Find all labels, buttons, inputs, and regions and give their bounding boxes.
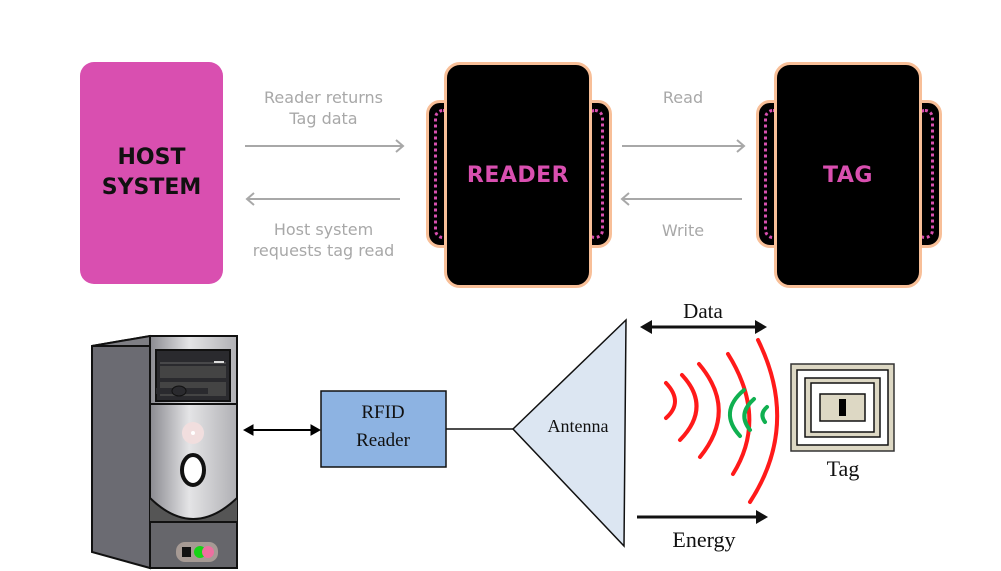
tag-card: TAG — [774, 62, 922, 288]
rfid-reader-box — [320, 390, 447, 468]
reader-block: READER — [424, 60, 614, 290]
host-requests-label: Host system requests tag read — [252, 220, 395, 260]
arrow-reader-to-tag — [622, 139, 746, 153]
reader-card: READER — [444, 62, 592, 288]
arrow-host-to-reader — [245, 139, 405, 153]
energy-wave — [678, 373, 699, 442]
rfid-tag-icon — [790, 363, 895, 452]
read-label: Read — [662, 88, 704, 107]
data-wave — [728, 388, 746, 438]
tag-caption: Tag — [827, 456, 860, 481]
reader-label: READER — [466, 162, 570, 188]
data-label: Data — [683, 300, 723, 323]
antenna-label: Antenna — [548, 416, 609, 436]
energy-wave — [748, 338, 780, 504]
write-label: Write — [661, 221, 705, 240]
tag-block: TAG — [754, 60, 944, 290]
data-wave — [742, 397, 756, 432]
tag-label: TAG — [823, 162, 873, 188]
arrow-reader-to-host — [245, 192, 400, 206]
arrow-tag-to-reader — [620, 192, 742, 206]
computer-reader-arrow — [242, 424, 322, 436]
energy-waves — [664, 338, 780, 504]
energy-wave — [726, 352, 752, 476]
bottom-diagram: RFID Reader Antenna Data Energy — [91, 300, 895, 570]
top-arrows — [245, 139, 746, 206]
energy-label: Energy — [672, 527, 735, 552]
antenna-icon — [511, 318, 627, 548]
rfid-reader-label-line1: RFID — [361, 402, 404, 423]
data-wave — [760, 405, 769, 424]
rfid-reader-label-line2: Reader — [356, 430, 410, 451]
energy-wave — [664, 381, 677, 420]
computer-tower-icon — [91, 334, 238, 570]
reader-returns-label: Reader returns Tag data — [264, 88, 383, 128]
data-arrow — [640, 320, 767, 334]
power-button-icon — [180, 453, 206, 487]
energy-wave — [697, 362, 721, 459]
energy-arrow — [637, 510, 768, 524]
data-waves — [728, 388, 769, 438]
